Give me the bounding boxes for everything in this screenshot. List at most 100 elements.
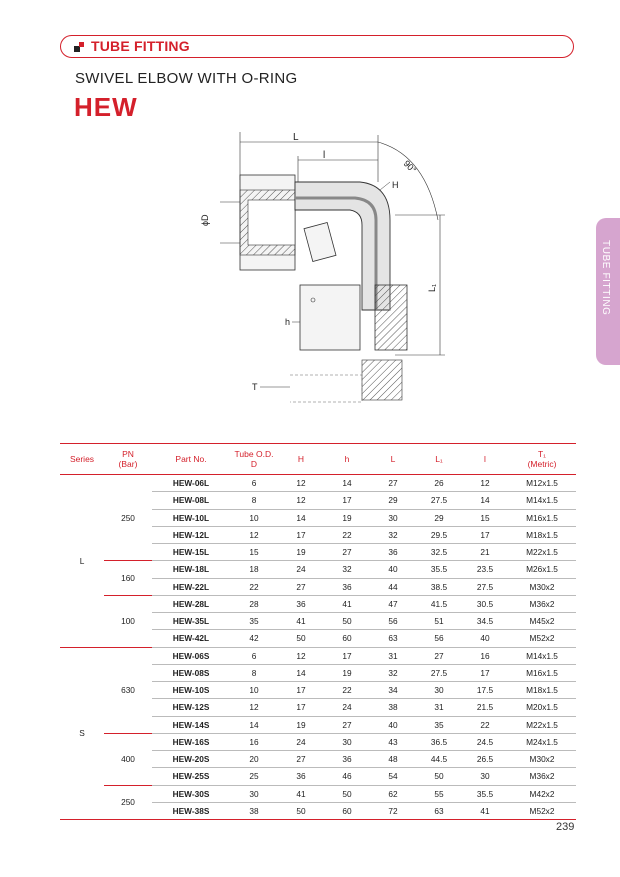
value-cell: 50 xyxy=(278,629,324,648)
value-cell: 12 xyxy=(230,526,278,545)
value-cell: 50 xyxy=(324,612,370,631)
value-cell: 12 xyxy=(278,491,324,510)
value-cell: 19 xyxy=(324,509,370,527)
value-cell: 25 xyxy=(230,767,278,786)
value-cell: 19 xyxy=(278,543,324,562)
value-cell: 30.5 xyxy=(462,595,508,614)
part-number-cell: HEW-14S xyxy=(152,716,230,734)
value-cell: 60 xyxy=(324,802,370,821)
col-pn: PN(Bar) xyxy=(104,443,152,475)
value-cell: 40 xyxy=(462,629,508,648)
value-cell: 19 xyxy=(278,716,324,734)
col-H: H xyxy=(278,443,324,475)
value-cell: 27 xyxy=(416,647,462,665)
part-number-cell: HEW-28L xyxy=(152,595,230,614)
part-number-cell: HEW-20S xyxy=(152,750,230,769)
part-number-cell: HEW-16S xyxy=(152,733,230,752)
value-cell: 36.5 xyxy=(416,733,462,752)
value-cell: M36x2 xyxy=(508,595,576,614)
value-cell: 26 xyxy=(416,474,462,493)
pn-cell: 400 xyxy=(104,733,152,786)
series-cell: S xyxy=(60,647,104,820)
side-tab-label: TUBE FITTING xyxy=(600,240,611,316)
pn-cell: 100 xyxy=(104,595,152,648)
value-cell: M14x1.5 xyxy=(508,647,576,665)
value-cell: 35 xyxy=(230,612,278,631)
value-cell: 27 xyxy=(278,578,324,596)
value-cell: 36 xyxy=(370,543,416,562)
value-cell: 50 xyxy=(324,785,370,803)
col-l: l xyxy=(462,443,508,475)
value-cell: 12 xyxy=(230,698,278,717)
value-cell: 24.5 xyxy=(462,733,508,752)
dim-angle: 90° xyxy=(402,158,419,175)
value-cell: 21.5 xyxy=(462,698,508,717)
value-cell: 22 xyxy=(462,716,508,734)
value-cell: 17 xyxy=(278,681,324,700)
value-cell: 43 xyxy=(370,733,416,752)
value-cell: 55 xyxy=(416,785,462,803)
value-cell: 41.5 xyxy=(416,595,462,614)
value-cell: 41 xyxy=(324,595,370,614)
value-cell: 30 xyxy=(416,681,462,700)
value-cell: 27.5 xyxy=(416,664,462,683)
pn-cell: 630 xyxy=(104,647,152,734)
value-cell: 48 xyxy=(370,750,416,769)
part-number-cell: HEW-15L xyxy=(152,543,230,562)
value-cell: 14 xyxy=(278,664,324,683)
part-number-cell: HEW-42L xyxy=(152,629,230,648)
table-header-row: Series PN(Bar) Part No. Tube O.D.D H h L… xyxy=(60,443,576,475)
value-cell: 28 xyxy=(230,595,278,614)
value-cell: 27 xyxy=(324,716,370,734)
product-subtitle: SWIVEL ELBOW WITH O-RING xyxy=(75,70,298,87)
value-cell: 36 xyxy=(324,578,370,596)
value-cell: 27 xyxy=(370,474,416,493)
value-cell: 72 xyxy=(370,802,416,821)
value-cell: 24 xyxy=(278,560,324,579)
pn-cell: 160 xyxy=(104,560,152,596)
value-cell: 15 xyxy=(230,543,278,562)
value-cell: 10 xyxy=(230,681,278,700)
value-cell: 41 xyxy=(278,612,324,631)
value-cell: 12 xyxy=(278,647,324,665)
value-cell: 29.5 xyxy=(416,526,462,545)
value-cell: 35.5 xyxy=(462,785,508,803)
value-cell: 17.5 xyxy=(462,681,508,700)
value-cell: 31 xyxy=(416,698,462,717)
value-cell: 32 xyxy=(370,664,416,683)
product-code: HEW xyxy=(74,92,138,122)
value-cell: 18 xyxy=(230,560,278,579)
value-cell: 27 xyxy=(278,750,324,769)
pn-cell: 250 xyxy=(104,474,152,562)
value-cell: 14 xyxy=(462,491,508,510)
value-cell: 17 xyxy=(324,491,370,510)
value-cell: 30 xyxy=(230,785,278,803)
value-cell: M20x1.5 xyxy=(508,698,576,717)
part-number-cell: HEW-25S xyxy=(152,767,230,786)
value-cell: M30x2 xyxy=(508,578,576,596)
spec-table: Series PN(Bar) Part No. Tube O.D.D H h L… xyxy=(60,443,576,821)
value-cell: 8 xyxy=(230,664,278,683)
side-tab[interactable]: TUBE FITTING xyxy=(596,218,620,365)
part-number-cell: HEW-18L xyxy=(152,560,230,579)
dim-L: L xyxy=(293,132,299,143)
col-T1: T₁(Metric) xyxy=(508,443,576,475)
value-cell: 29 xyxy=(370,491,416,510)
brand-squares-icon xyxy=(74,42,84,52)
part-number-cell: HEW-12L xyxy=(152,526,230,545)
part-number-cell: HEW-08L xyxy=(152,491,230,510)
dim-l: l xyxy=(323,150,325,161)
value-cell: 38.5 xyxy=(416,578,462,596)
value-cell: 17 xyxy=(462,664,508,683)
